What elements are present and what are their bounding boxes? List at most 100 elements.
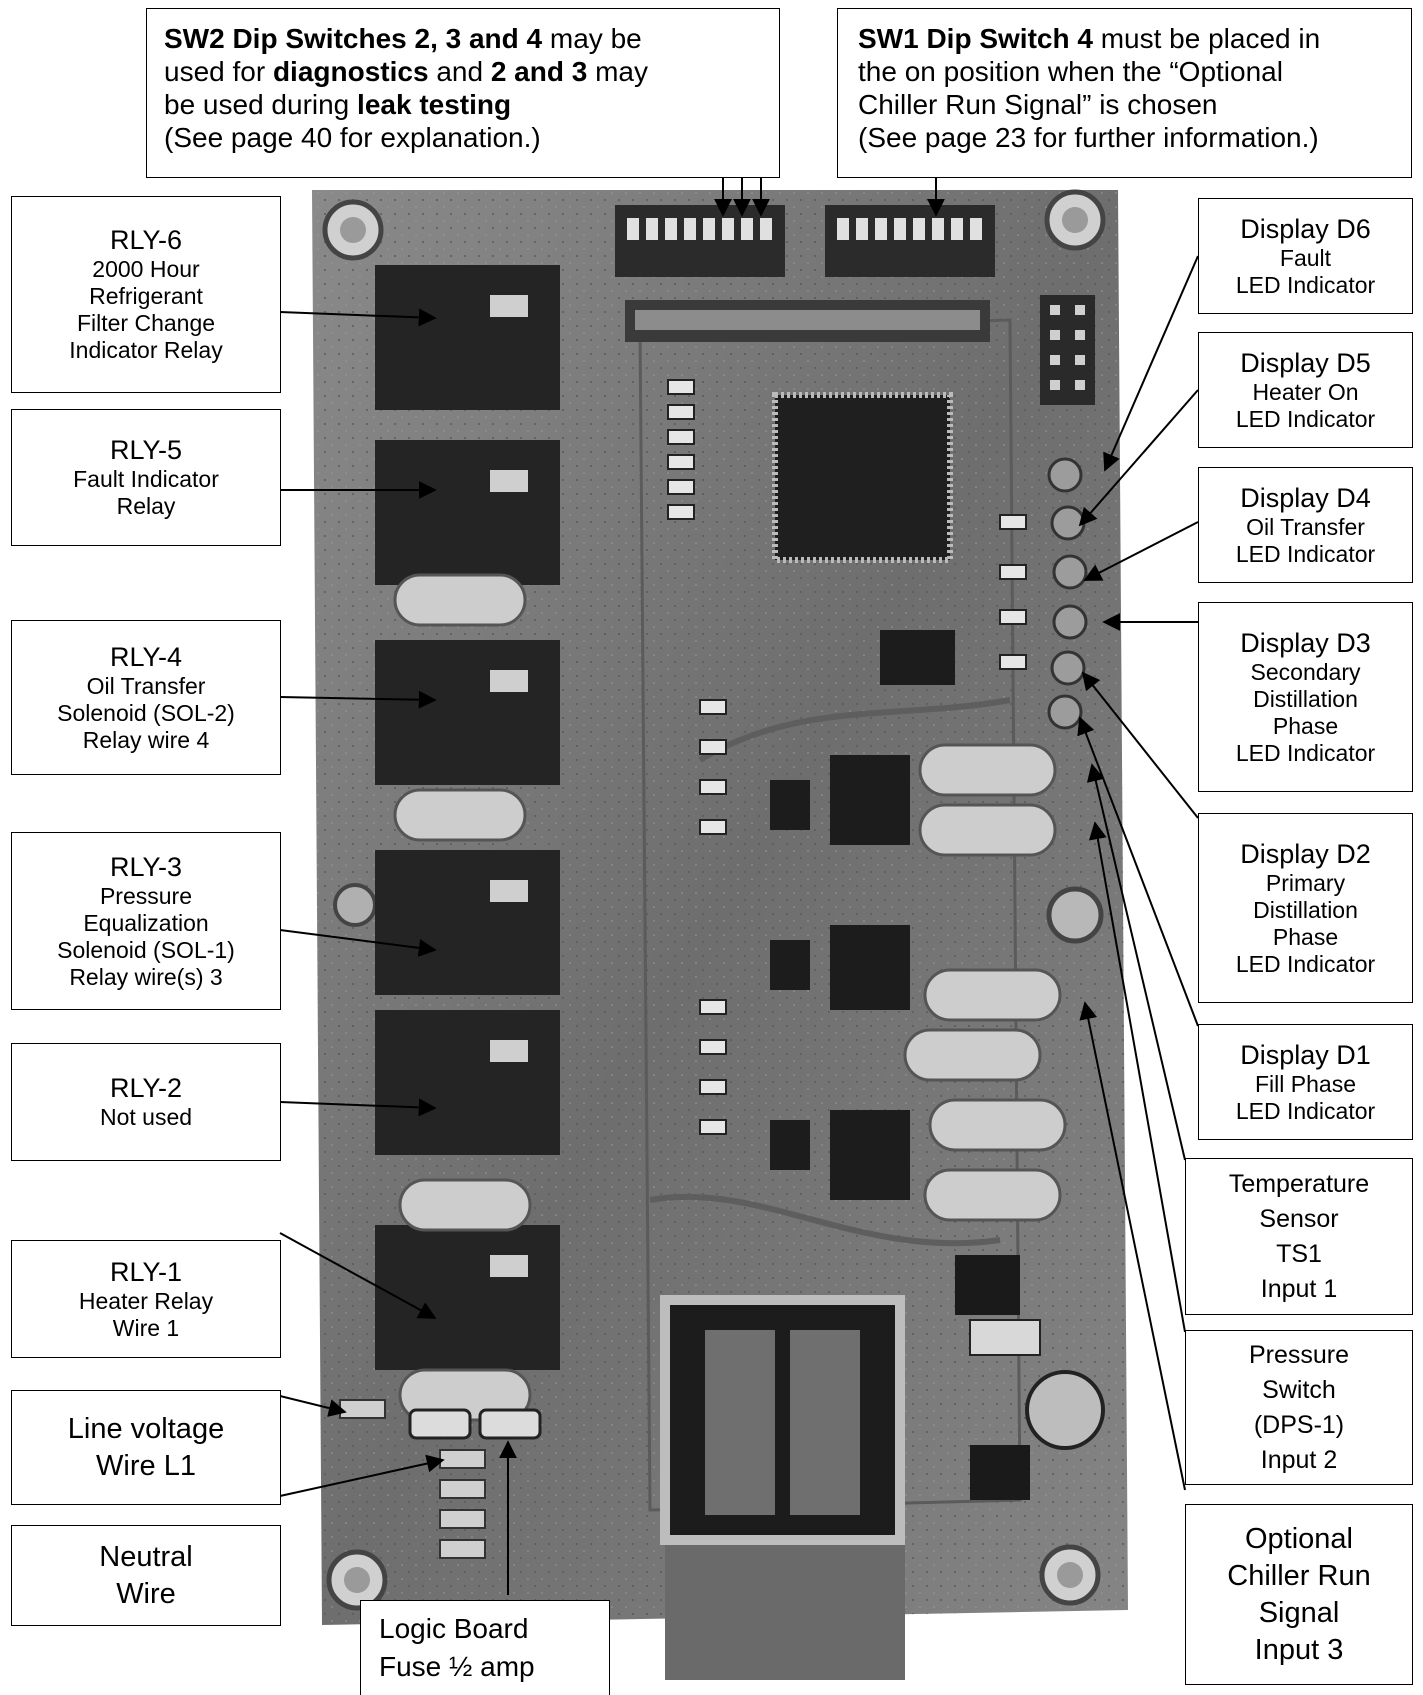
sw2-note-line1: SW2 Dip Switches 2, 3 and 4 may be	[164, 23, 642, 54]
label-chiller-line: Signal	[1258, 1596, 1340, 1629]
label-rly2-title: RLY-2	[109, 1073, 183, 1103]
label-neutral-wire: Neutral Wire	[11, 1525, 281, 1626]
label-d5-line: Heater On	[1252, 378, 1359, 405]
sw2-note-line4: (See page 40 for explanation.)	[164, 122, 541, 153]
input-capacitors	[903, 743, 1067, 1222]
microcontroller-chip	[772, 392, 953, 563]
label-d3-title: Display D3	[1240, 627, 1371, 658]
sw1-note-line3: Chiller Run Signal” is chosen	[858, 89, 1218, 120]
dip-switch-sw2	[615, 205, 785, 277]
label-line-voltage-line: Wire L1	[96, 1449, 196, 1482]
label-d3-line: LED Indicator	[1235, 739, 1376, 766]
label-d5-line: LED Indicator	[1235, 405, 1376, 432]
label-d6-line: LED Indicator	[1235, 271, 1376, 298]
label-d2-line: Distillation	[1253, 896, 1358, 923]
label-rly3-line: Pressure	[99, 882, 193, 909]
label-rly6-line: 2000 Hour	[92, 256, 200, 282]
label-rly3-line: Equalization	[83, 909, 209, 936]
label-d3-line: Secondary	[1250, 658, 1361, 685]
label-rly6-line: Refrigerant	[89, 283, 203, 309]
label-pressure-switch: Pressure Switch (DPS-1) Input 2	[1185, 1330, 1413, 1485]
label-rly1-line: Heater Relay	[78, 1287, 214, 1314]
sw2-note-line3: be used during leak testing	[164, 89, 512, 120]
label-rly4-title: RLY-4	[109, 641, 183, 672]
mounting-holes	[322, 189, 1106, 1611]
label-d3-line: Distillation	[1253, 685, 1358, 712]
label-ts1-line: TS1	[1276, 1239, 1322, 1268]
sw2-note-line2: used for diagnostics and 2 and 3 may	[164, 56, 648, 87]
label-dps1-line: Pressure	[1248, 1340, 1350, 1369]
label-temperature-sensor: Temperature Sensor TS1 Input 1	[1185, 1158, 1413, 1315]
label-logic-board-fuse: Logic Board Fuse ½ amp	[360, 1600, 610, 1695]
label-d6-line: Fault	[1279, 244, 1332, 271]
label-d4-title: Display D4	[1240, 482, 1371, 513]
label-d1-line: Fill Phase	[1255, 1070, 1356, 1097]
label-dps1-line: Switch	[1262, 1375, 1336, 1404]
transformer	[660, 1295, 905, 1545]
label-ts1-line: Input 1	[1260, 1274, 1338, 1303]
label-ts1-line: Sensor	[1259, 1204, 1339, 1233]
label-rly6: RLY-6 2000 Hour Refrigerant Filter Chang…	[11, 196, 281, 393]
label-rly5-line: Fault Indicator	[73, 466, 219, 492]
label-rly1-title: RLY-1	[109, 1256, 183, 1287]
label-rly2-line: Not used	[99, 1104, 193, 1130]
label-rly2: RLY-2 Not used	[11, 1043, 281, 1161]
label-display-d2: Display D2 Primary Distillation Phase LE…	[1198, 813, 1413, 1003]
label-rly3: RLY-3 Pressure Equalization Solenoid (SO…	[11, 832, 281, 1010]
label-d5-title: Display D5	[1240, 347, 1371, 378]
fuse	[408, 1408, 542, 1440]
label-dps1-line: Input 2	[1260, 1445, 1338, 1474]
label-d4-line: LED Indicator	[1235, 540, 1376, 567]
sw1-note-line1: SW1 Dip Switch 4 must be placed in	[858, 23, 1321, 54]
label-rly5-title: RLY-5	[109, 435, 183, 465]
label-rly6-line: Filter Change	[76, 310, 216, 336]
label-rly1-line: Wire 1	[112, 1314, 180, 1341]
label-line-voltage-line: Line voltage	[67, 1412, 225, 1445]
label-optional-chiller-run-signal: Optional Chiller Run Signal Input 3	[1185, 1504, 1413, 1685]
label-display-d5: Display D5 Heater On LED Indicator	[1198, 332, 1413, 448]
label-chiller-line: Chiller Run	[1227, 1559, 1371, 1592]
relay-capacitors	[393, 573, 532, 1422]
label-neutral-line: Wire	[116, 1577, 176, 1610]
label-rly5: RLY-5 Fault Indicator Relay	[11, 409, 281, 546]
label-rly4-line: Oil Transfer	[86, 672, 206, 699]
label-d1-line: LED Indicator	[1235, 1097, 1376, 1124]
sw2-note-box: SW2 Dip Switches 2, 3 and 4 may be used …	[146, 8, 780, 178]
label-ts1-line: Temperature	[1228, 1169, 1370, 1198]
label-line-voltage: Line voltage Wire L1	[11, 1390, 281, 1505]
label-d3-line: Phase	[1272, 712, 1339, 739]
label-rly3-line: Solenoid (SOL-1)	[57, 936, 235, 963]
label-d2-line: LED Indicator	[1235, 950, 1376, 977]
label-rly4-line: Solenoid (SOL-2)	[57, 699, 235, 726]
label-rly6-line: Indicator Relay	[69, 337, 223, 363]
label-chiller-line: Optional	[1244, 1522, 1353, 1555]
label-rly5-line: Relay	[116, 493, 176, 519]
label-rly1: RLY-1 Heater Relay Wire 1	[11, 1240, 281, 1358]
label-d2-line: Phase	[1272, 923, 1339, 950]
label-fuse-line: Fuse ½ amp	[379, 1651, 535, 1682]
label-d1-title: Display D1	[1240, 1039, 1371, 1070]
sw1-note-box: SW1 Dip Switch 4 must be placed in the o…	[837, 8, 1412, 178]
label-fuse-line: Logic Board	[379, 1613, 529, 1644]
label-rly3-title: RLY-3	[109, 851, 183, 882]
sw1-note-line2: the on position when the “Optional	[858, 56, 1283, 87]
label-display-d6: Display D6 Fault LED Indicator	[1198, 198, 1413, 314]
label-d6-title: Display D6	[1240, 213, 1371, 244]
label-chiller-line: Input 3	[1254, 1633, 1344, 1666]
label-d4-line: Oil Transfer	[1246, 513, 1365, 540]
label-neutral-line: Neutral	[99, 1540, 193, 1573]
sw1-note-line4: (See page 23 for further information.)	[858, 122, 1319, 153]
label-rly3-line: Relay wire(s) 3	[69, 963, 223, 990]
label-d2-title: Display D2	[1240, 838, 1371, 869]
label-display-d1: Display D1 Fill Phase LED Indicator	[1198, 1024, 1413, 1140]
label-display-d4: Display D4 Oil Transfer LED Indicator	[1198, 467, 1413, 583]
label-rly4-line: Relay wire 4	[82, 726, 210, 753]
label-display-d3: Display D3 Secondary Distillation Phase …	[1198, 602, 1413, 792]
dip-switch-sw1	[825, 205, 995, 277]
label-rly6-title: RLY-6	[109, 225, 183, 255]
label-rly4: RLY-4 Oil Transfer Solenoid (SOL-2) Rela…	[11, 620, 281, 775]
label-dps1-line: (DPS-1)	[1253, 1410, 1345, 1439]
label-d2-line: Primary	[1265, 869, 1346, 896]
